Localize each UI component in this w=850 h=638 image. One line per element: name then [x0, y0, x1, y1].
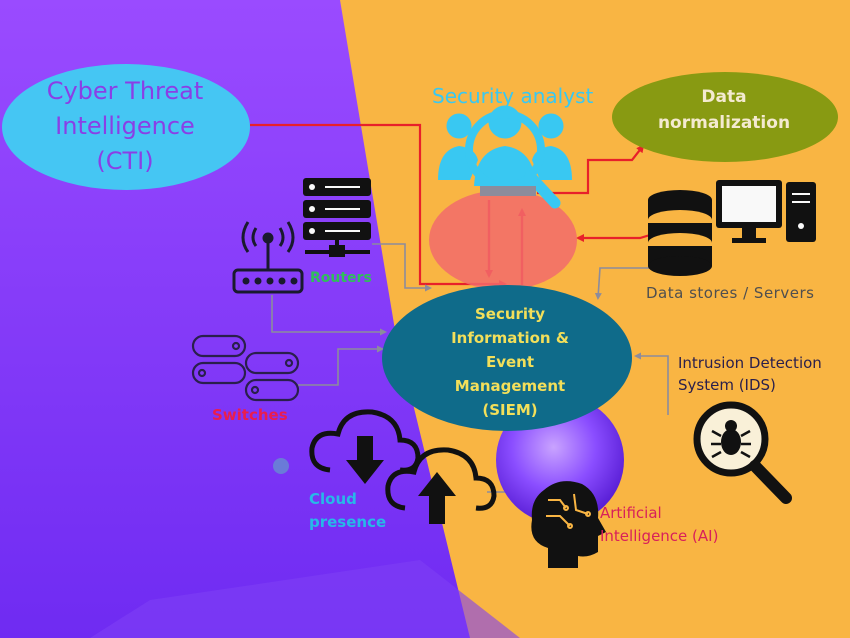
arrow-cti-to-siem — [250, 123, 507, 288]
siem-node — [382, 285, 632, 431]
analyst-pedestal — [480, 186, 536, 196]
bug-search-icon — [693, 401, 792, 504]
server-rack-icon — [303, 178, 371, 257]
network-switch-icon — [191, 334, 300, 402]
ids-label: Intrusion Detection System (IDS) — [678, 352, 822, 396]
connector-router-to-siem — [271, 295, 387, 336]
siem-label: Security Information & Event Management … — [410, 302, 610, 422]
routers-label: Routers — [310, 270, 372, 286]
cti-label: Cyber Threat Intelligence (CTI) — [20, 74, 230, 179]
monitor-icon — [716, 180, 782, 243]
arrow-datastores-to-analyst — [576, 233, 651, 242]
cloud-presence-label: Cloud presence — [309, 488, 386, 534]
siem-label-line2: Information & — [451, 329, 569, 347]
cloud-presence-label-line2: presence — [309, 513, 387, 531]
data-normalization-label: Data normalization — [612, 84, 836, 136]
siem-label-line3: Event — [485, 353, 535, 371]
ai-label: Artificial Intelligence (AI) — [600, 502, 718, 548]
data-normalization-label-line2: normalization — [657, 113, 791, 133]
arrow-analyst-to-normalization — [537, 144, 645, 195]
wifi-router-icon — [232, 221, 304, 294]
cti-label-line1: Cyber Threat — [46, 77, 204, 105]
data-stores-label: Data stores / Servers — [646, 284, 815, 302]
analyst-highlight — [429, 190, 577, 290]
connector-ids-to-siem — [634, 352, 669, 415]
ai-brain-head-icon — [531, 481, 606, 568]
siem-label-line1: Security — [474, 305, 546, 323]
cloud-upload-icon — [385, 447, 497, 524]
cti-label-line3: (CTI) — [96, 147, 154, 175]
data-normalization-label-line1: Data — [701, 87, 747, 107]
ai-label-line1: Artificial — [600, 504, 662, 522]
ai-label-line2: Intelligence (AI) — [600, 527, 719, 545]
ids-label-line1: Intrusion Detection — [678, 354, 822, 372]
ids-label-line2: System (IDS) — [678, 376, 776, 394]
security-analyst-label: Security analyst — [432, 84, 594, 108]
siem-label-line4: Management — [454, 377, 566, 395]
connector-server-to-siem — [372, 243, 432, 292]
cti-label-line2: Intelligence — [55, 112, 195, 140]
decorative-small-sphere — [273, 458, 289, 474]
siem-label-line5: (SIEM) — [482, 401, 538, 419]
cti-node — [2, 64, 250, 190]
background-bottom-shape — [90, 560, 520, 638]
connector-switch-to-siem — [298, 345, 384, 386]
desktop-tower-icon — [786, 182, 816, 242]
database-icon — [648, 190, 712, 276]
switches-label: Switches — [212, 406, 288, 424]
data-normalization-node — [612, 72, 838, 162]
cloud-presence-label-line1: Cloud — [309, 490, 357, 508]
connector-datastores-to-siem — [594, 267, 652, 300]
